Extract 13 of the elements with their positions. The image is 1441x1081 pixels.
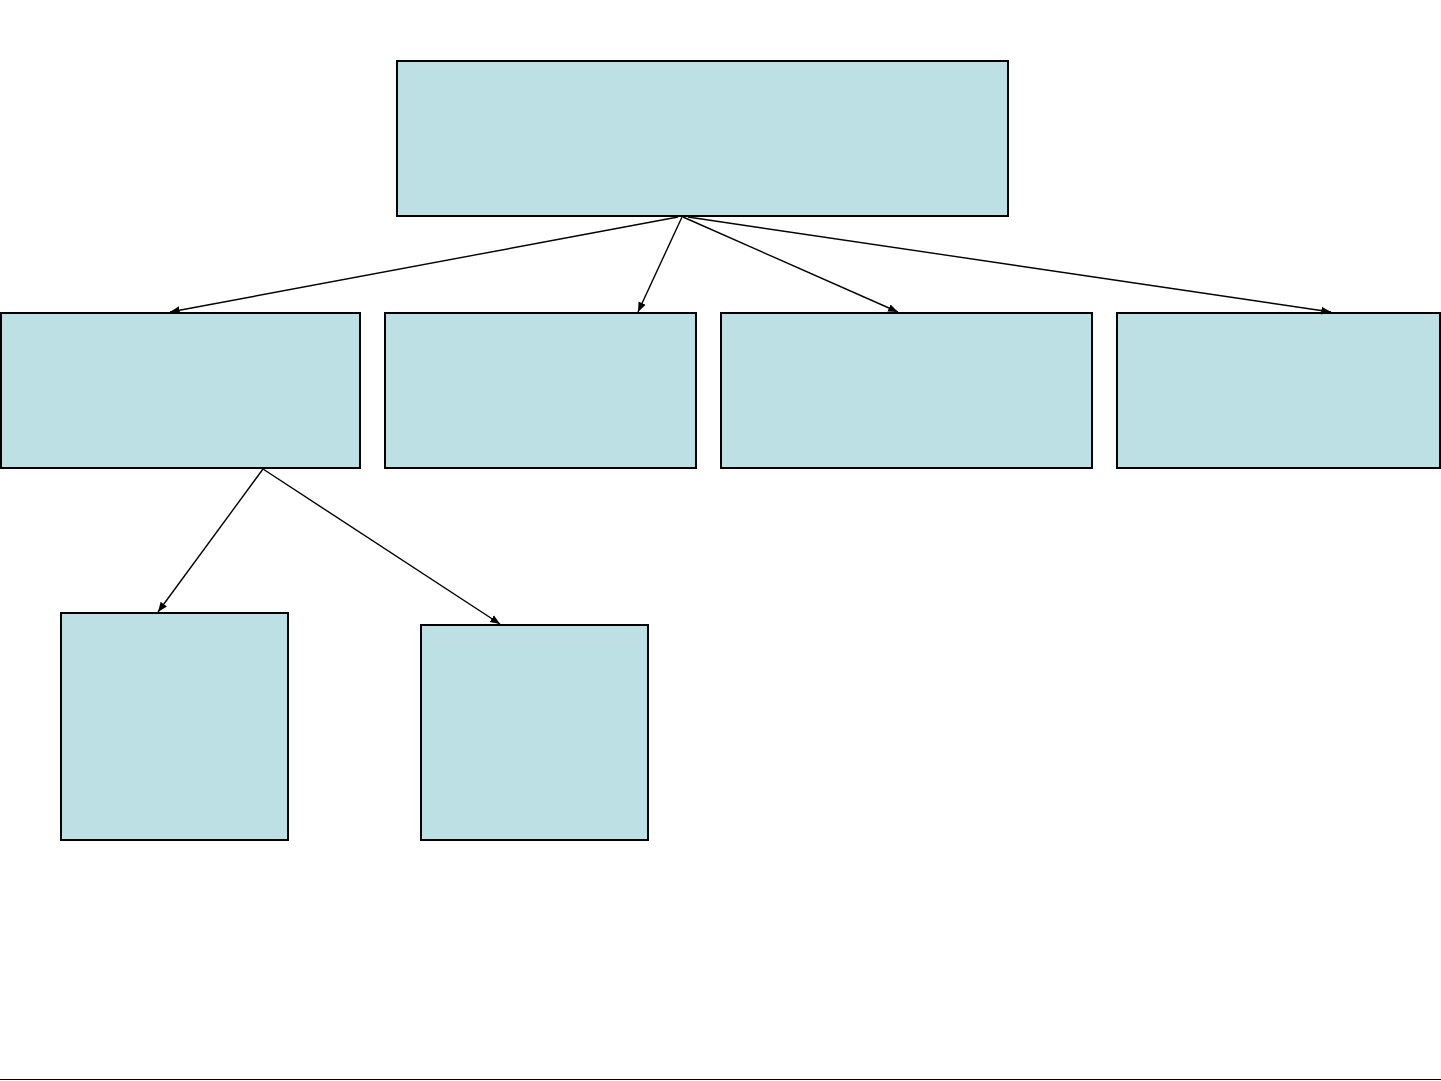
process-box [0, 312, 361, 469]
process-box [396, 60, 1009, 217]
process-box [1116, 312, 1441, 469]
arrow [262, 468, 501, 625]
arrow [682, 216, 899, 313]
arrow [637, 216, 683, 313]
arrow [157, 468, 264, 613]
arrow [169, 216, 679, 315]
process-box [384, 312, 697, 469]
arrow [687, 216, 1332, 315]
process-box [420, 624, 649, 841]
process-box [60, 612, 289, 841]
process-box [720, 312, 1093, 469]
